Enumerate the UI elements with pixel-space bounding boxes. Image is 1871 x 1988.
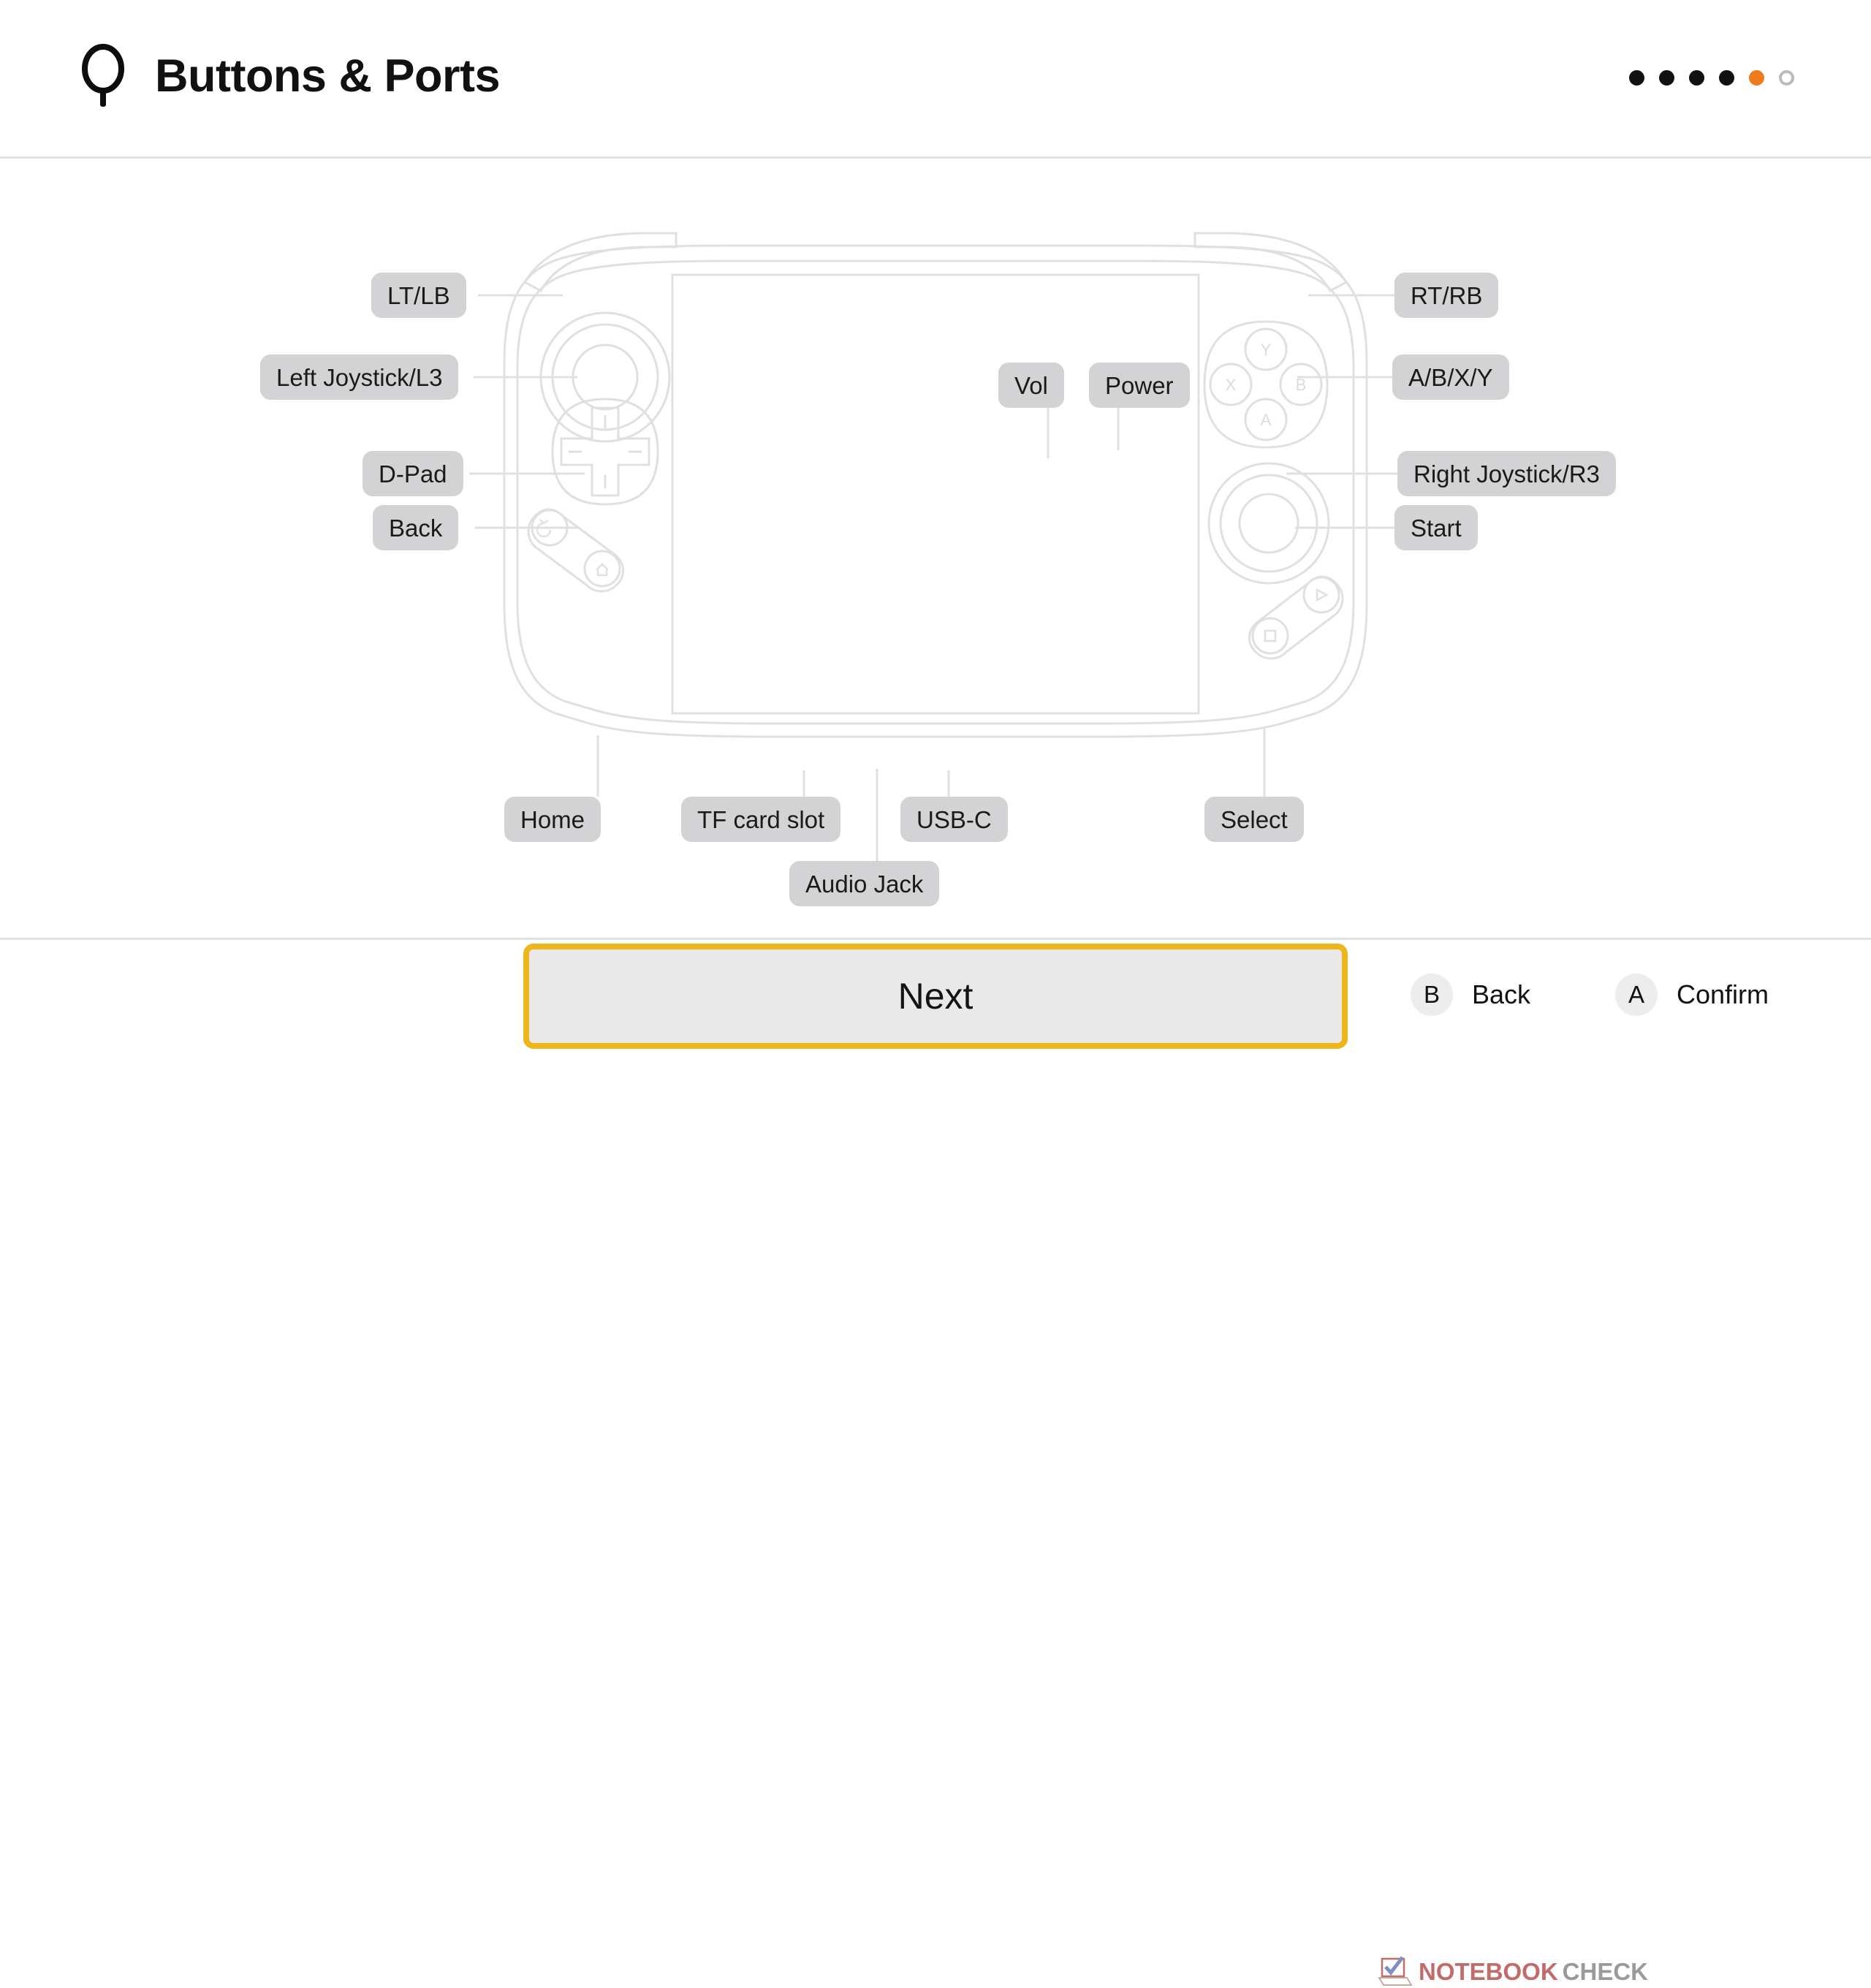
pagination-dot-6[interactable] bbox=[1779, 70, 1794, 86]
callout-right-joystick[interactable]: Right Joystick/R3 bbox=[1397, 451, 1616, 496]
start-select-strip bbox=[1248, 575, 1344, 660]
hint-back[interactable]: B Back bbox=[1411, 974, 1530, 1016]
callout-vol[interactable]: Vol bbox=[998, 363, 1064, 408]
face-button-x bbox=[1209, 363, 1253, 406]
face-button-base bbox=[1203, 320, 1329, 449]
right-shoulder-bumper bbox=[1193, 232, 1348, 293]
hint-label-back: Back bbox=[1472, 979, 1531, 1009]
callout-audio-jack[interactable]: Audio Jack bbox=[789, 861, 940, 906]
joystick-circle-icon bbox=[82, 44, 124, 107]
hint-badge-a: A bbox=[1615, 974, 1658, 1016]
face-button-label-a: A bbox=[1261, 411, 1272, 429]
face-button-label-b: B bbox=[1296, 376, 1307, 394]
device-screen bbox=[671, 273, 1200, 715]
callout-home[interactable]: Home bbox=[504, 797, 601, 842]
pagination-dot-5-current[interactable] bbox=[1749, 70, 1764, 86]
play-triangle-icon bbox=[1316, 588, 1329, 602]
diagram-stage: Y A X B Vol Power LT/LB Left Joystick/L3… bbox=[0, 158, 1871, 1049]
callout-back[interactable]: Back bbox=[373, 505, 459, 550]
callout-rt-rb[interactable]: RT/RB bbox=[1394, 273, 1499, 318]
start-button-circle bbox=[1302, 576, 1340, 614]
callout-left-joystick[interactable]: Left Joystick/L3 bbox=[260, 354, 459, 400]
home-glyph-icon bbox=[596, 563, 609, 577]
laptop-check-icon bbox=[1378, 1956, 1413, 1986]
callout-lt-lb[interactable]: LT/LB bbox=[371, 273, 466, 318]
back-button-circle bbox=[531, 509, 569, 547]
callout-power[interactable]: Power bbox=[1089, 363, 1190, 408]
pagination-dot-2[interactable] bbox=[1659, 70, 1674, 86]
face-button-a bbox=[1244, 398, 1288, 441]
callout-abxy[interactable]: A/B/X/Y bbox=[1392, 354, 1509, 400]
left-joystick-cap bbox=[572, 344, 639, 411]
callout-start[interactable]: Start bbox=[1394, 505, 1478, 550]
device-diagram: Y A X B bbox=[469, 232, 1397, 861]
device-shell-inner bbox=[516, 259, 1355, 725]
device-shell-outer bbox=[503, 244, 1368, 738]
next-button[interactable]: Next bbox=[523, 944, 1348, 1049]
footer-divider bbox=[0, 938, 1871, 940]
header-title-group: Buttons & Ports bbox=[80, 42, 500, 110]
watermark-text-a: NOTEBOOK bbox=[1418, 1958, 1558, 1985]
d-pad-base bbox=[551, 398, 659, 506]
stop-square-icon bbox=[1264, 629, 1277, 642]
right-joystick-ring-outer bbox=[1207, 462, 1330, 585]
right-joystick-cap bbox=[1238, 493, 1299, 554]
left-joystick-ring-mid bbox=[551, 323, 659, 431]
left-shoulder-bumper bbox=[523, 232, 678, 293]
pagination-dots[interactable] bbox=[1629, 70, 1794, 86]
callout-tf-card-slot[interactable]: TF card slot bbox=[681, 797, 841, 842]
pagination-dot-1[interactable] bbox=[1629, 70, 1644, 86]
pagination-dot-3[interactable] bbox=[1689, 70, 1704, 86]
home-button-circle bbox=[583, 550, 621, 588]
page-header: Buttons & Ports bbox=[0, 0, 1871, 159]
face-button-label-y: Y bbox=[1261, 341, 1272, 359]
face-button-label-x: X bbox=[1226, 376, 1237, 394]
back-arrow-icon bbox=[536, 519, 552, 538]
face-button-b bbox=[1279, 363, 1323, 406]
face-button-y bbox=[1244, 327, 1288, 371]
d-pad-cross bbox=[560, 406, 650, 497]
right-joystick-ring-mid bbox=[1219, 474, 1318, 573]
hint-confirm[interactable]: A Confirm bbox=[1615, 974, 1769, 1016]
callout-d-pad[interactable]: D-Pad bbox=[363, 451, 463, 496]
callout-usb-c[interactable]: USB-C bbox=[900, 797, 1008, 842]
page-title: Buttons & Ports bbox=[155, 50, 500, 102]
header-divider bbox=[0, 156, 1871, 159]
hint-badge-b: B bbox=[1411, 974, 1453, 1016]
select-button-circle bbox=[1251, 617, 1289, 655]
left-joystick-ring-outer bbox=[539, 311, 671, 443]
watermark-text-b: CHECK bbox=[1562, 1958, 1648, 1985]
callout-select[interactable]: Select bbox=[1204, 797, 1304, 842]
pagination-dot-4[interactable] bbox=[1719, 70, 1734, 86]
hint-label-confirm: Confirm bbox=[1677, 979, 1769, 1009]
